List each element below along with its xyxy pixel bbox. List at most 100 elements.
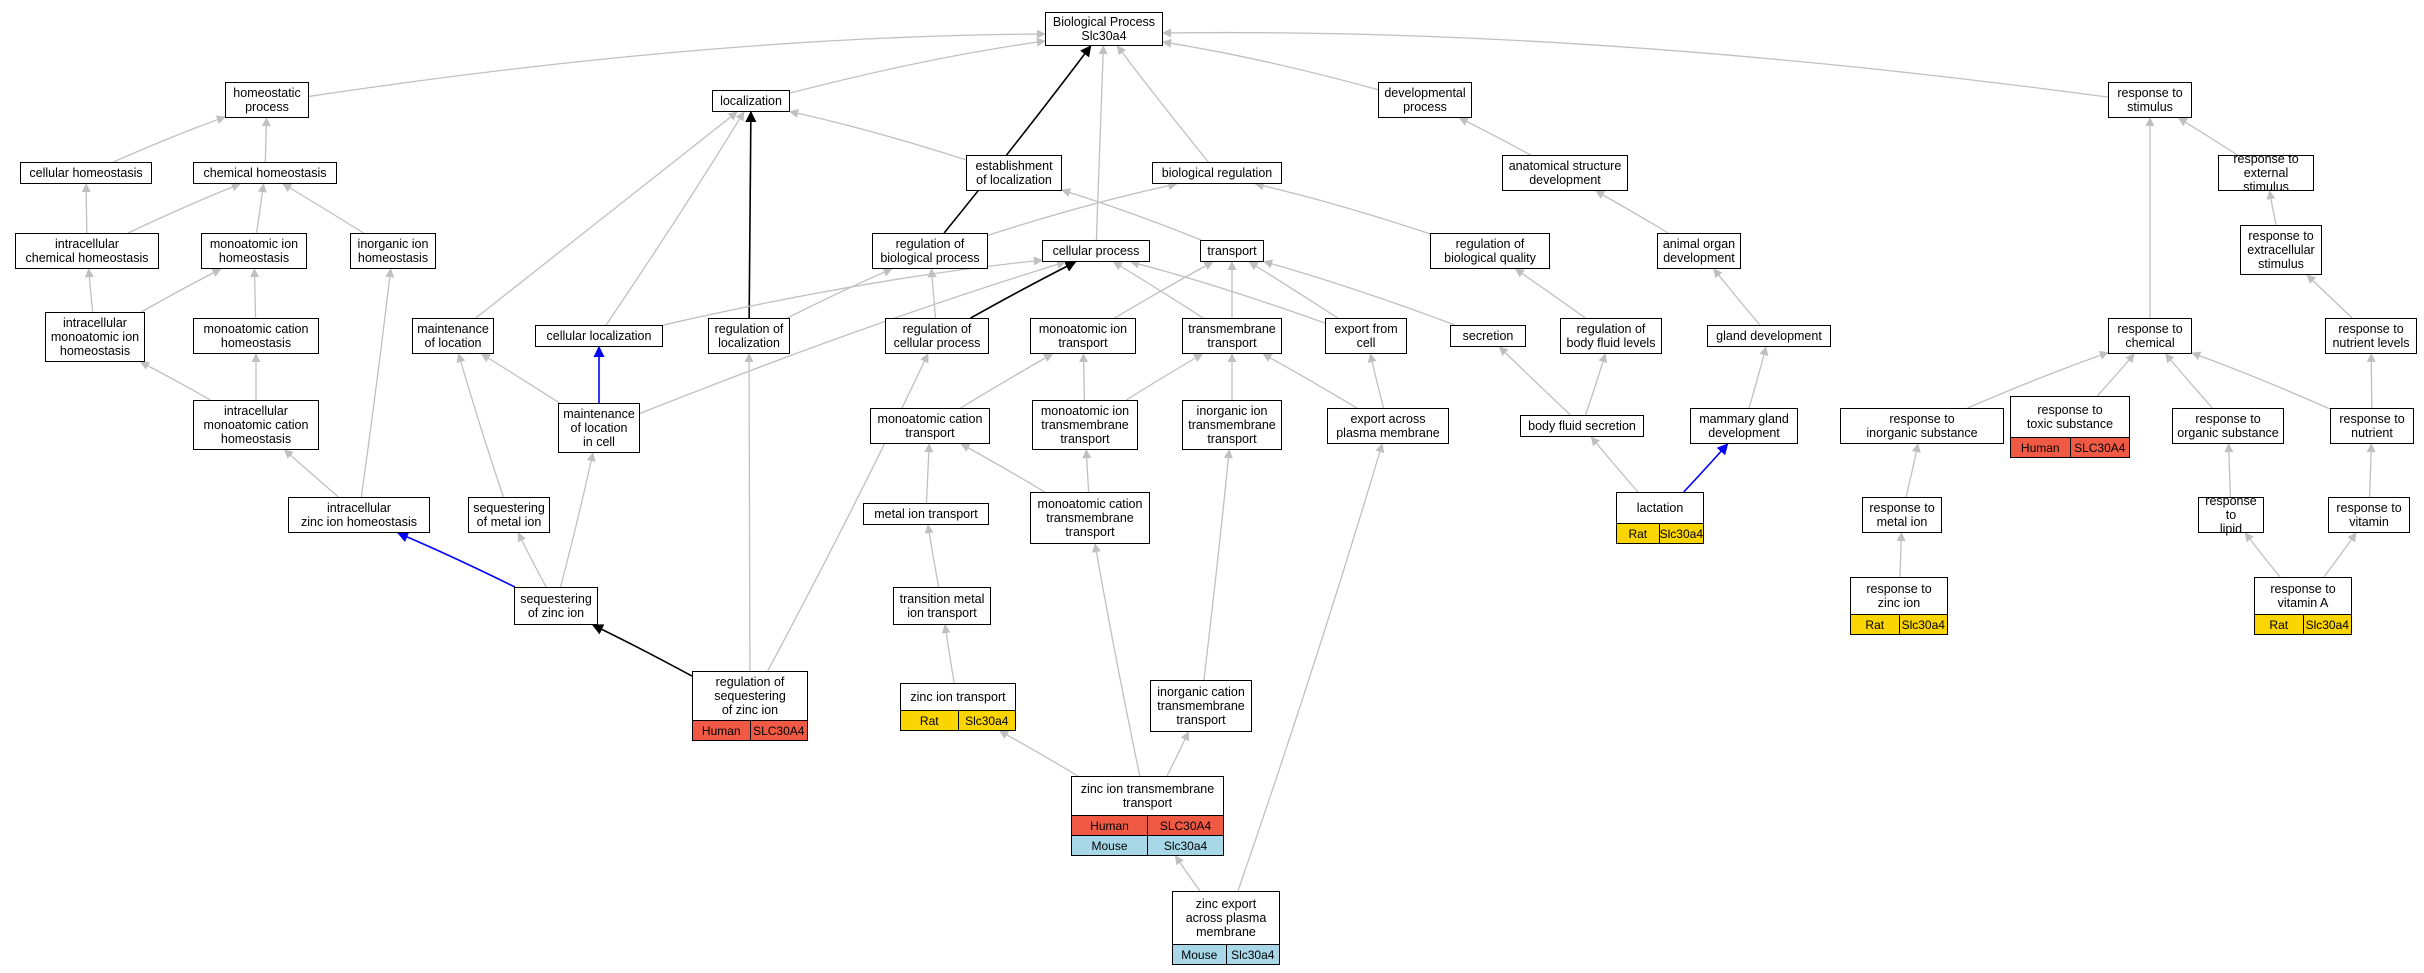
term-node-bioreg[interactable]: biological regulation: [1152, 162, 1282, 184]
edge-mainloc-to-loc: [475, 111, 738, 319]
edge-maitmtr-to-maitr: [1079, 353, 1089, 401]
edge-seqmi-to-mainloc: [456, 353, 504, 498]
term-node-dev[interactable]: developmental process: [1378, 82, 1472, 118]
term-label: transmembrane transport: [1188, 322, 1276, 350]
term-node-bp[interactable]: Biological Process Slc30a4: [1045, 12, 1163, 46]
term-node-rvit[interactable]: response to vitamin: [2328, 497, 2410, 533]
term-node-cellproc[interactable]: cellular process: [1042, 240, 1150, 262]
term-node-rchem[interactable]: response to chemical: [2108, 318, 2192, 354]
term-node-maih[interactable]: monoatomic ion homeostasis: [201, 233, 307, 269]
edge-tmtr-to-cellproc: [1112, 261, 1204, 319]
term-node-iczinch[interactable]: intracellular zinc ion homeostasis: [288, 497, 430, 533]
edge-maih-to-chemhom: [255, 183, 267, 234]
gene-label: Slc30a4: [2302, 615, 2352, 634]
term-node-anatdev[interactable]: anatomical structure development: [1502, 155, 1628, 191]
term-node-rstim[interactable]: response to stimulus: [2108, 82, 2192, 118]
term-node-glanddev[interactable]: gland development: [1707, 325, 1831, 347]
term-node-icchem[interactable]: intracellular chemical homeostasis: [15, 233, 159, 269]
term-label: localization: [720, 94, 782, 108]
edge-rzinc-to-rmetal: [1896, 532, 1906, 578]
term-node-seqzinc[interactable]: sequestering of zinc ion: [514, 587, 598, 625]
term-node-secretion[interactable]: secretion: [1450, 325, 1526, 347]
edge-rnutlev-to-rextra: [2306, 274, 2353, 319]
term-node-rinorg[interactable]: response to inorganic substance: [1840, 408, 2004, 444]
gene-label: SLC30A4: [749, 721, 808, 740]
term-node-mitr[interactable]: metal ion transport: [863, 503, 989, 525]
term-node-maitr[interactable]: monoatomic ion transport: [1030, 318, 1136, 354]
edge-expapm-to-expcell: [1367, 353, 1385, 409]
term-node-seqmi[interactable]: sequestering of metal ion: [468, 497, 550, 533]
edge-mitr-to-macatr: [924, 443, 934, 504]
term-node-inorgih[interactable]: inorganic ion homeostasis: [350, 233, 436, 269]
term-node-maitmtr[interactable]: monoatomic ion transmembrane transport: [1032, 400, 1138, 450]
term-node-macath[interactable]: monoatomic cation homeostasis: [193, 318, 319, 354]
term-node-rnutlev[interactable]: response to nutrient levels: [2325, 318, 2417, 354]
edge-seqzinc-to-iczinch: [396, 531, 516, 588]
edge-bioreg-to-bp: [1116, 45, 1209, 163]
term-node-cellloc[interactable]: cellular localization: [535, 325, 663, 347]
term-label: establishment of localization: [975, 159, 1053, 187]
term-node-transport[interactable]: transport: [1200, 240, 1264, 262]
term-node-rlipid[interactable]: response to lipid: [2198, 494, 2264, 536]
term-label: monoatomic cation transmembrane transpor…: [1037, 497, 1143, 539]
term-node-rext[interactable]: response to external stimulus: [2218, 152, 2314, 194]
term-node-macatr[interactable]: monoatomic cation transport: [870, 408, 990, 444]
term-node-rmetal[interactable]: response to metal ion: [1862, 497, 1942, 533]
term-node-loc[interactable]: localization: [712, 90, 790, 112]
term-label: monoatomic ion transport: [1038, 322, 1128, 350]
term-label: response to stimulus: [2117, 86, 2183, 114]
term-label: response to vitamin: [2336, 501, 2402, 529]
edge-aodev-to-anatdev: [1595, 190, 1669, 234]
edge-zitr-to-tmitr: [941, 624, 955, 684]
gene-label: Slc30a4: [1658, 524, 1703, 543]
edge-macattmtr-to-macatr: [960, 443, 1046, 493]
term-node-mainloc[interactable]: maintenance of location: [412, 318, 494, 354]
term-node-chemhom[interactable]: chemical homeostasis: [193, 162, 337, 184]
term-node-regcp[interactable]: regulation of cellular process: [885, 318, 989, 354]
term-node-expcell[interactable]: export from cell: [1325, 318, 1407, 354]
edge-cellloc-to-loc: [605, 111, 745, 326]
term-label: regulation of localization: [714, 322, 784, 350]
term-node-expapm[interactable]: export across plasma membrane: [1327, 408, 1449, 444]
term-node-rnut[interactable]: response to nutrient: [2330, 408, 2414, 444]
term-node-regbp[interactable]: regulation of biological process: [872, 233, 988, 269]
term-node-cellhom[interactable]: cellular homeostasis: [20, 162, 152, 184]
term-node-macattmtr[interactable]: monoatomic cation transmembrane transpor…: [1030, 492, 1150, 544]
term-node-tmitr[interactable]: transition metal ion transport: [893, 587, 991, 625]
term-node-rorg[interactable]: response to organic substance: [2172, 408, 2284, 444]
term-node-homeo[interactable]: homeostatic process: [225, 82, 309, 118]
term-node-regloc[interactable]: regulation of localization: [708, 318, 790, 354]
edge-icmaih-to-icchem: [84, 268, 94, 313]
term-node-inorgcattmtr[interactable]: inorganic cation transmembrane transport: [1150, 680, 1252, 732]
term-node-mgdev[interactable]: mammary gland development: [1690, 408, 1798, 444]
term-node-tmtr[interactable]: transmembrane transport: [1182, 318, 1282, 354]
term-node-icmaih[interactable]: intracellular monoatomic ion homeostasis: [45, 312, 145, 362]
term-node-estloc[interactable]: establishment of localization: [966, 155, 1062, 191]
term-node-bfsec[interactable]: body fluid secretion: [1520, 415, 1644, 437]
term-node-regbfl[interactable]: regulation of body fluid levels: [1560, 318, 1662, 354]
edge-expapm-to-tmtr: [1262, 353, 1358, 409]
term-node-rextra[interactable]: response to extracellular stimulus: [2240, 225, 2322, 275]
term-node-inorgitmtr[interactable]: inorganic ion transmembrane transport: [1182, 400, 1282, 450]
term-node-aodev[interactable]: animal organ development: [1657, 233, 1741, 269]
term-label: sequestering of zinc ion: [520, 592, 592, 620]
term-node-icmacath[interactable]: intracellular monoatomic cation homeosta…: [193, 400, 319, 450]
term-node-mainlocic[interactable]: maintenance of location in cell: [558, 403, 640, 453]
term-label: transport: [1207, 244, 1257, 258]
term-label: transition metal ion transport: [899, 592, 985, 620]
term-node-regbq[interactable]: regulation of biological quality: [1430, 233, 1550, 269]
edge-zitmtr-to-macattmtr: [1091, 543, 1141, 777]
